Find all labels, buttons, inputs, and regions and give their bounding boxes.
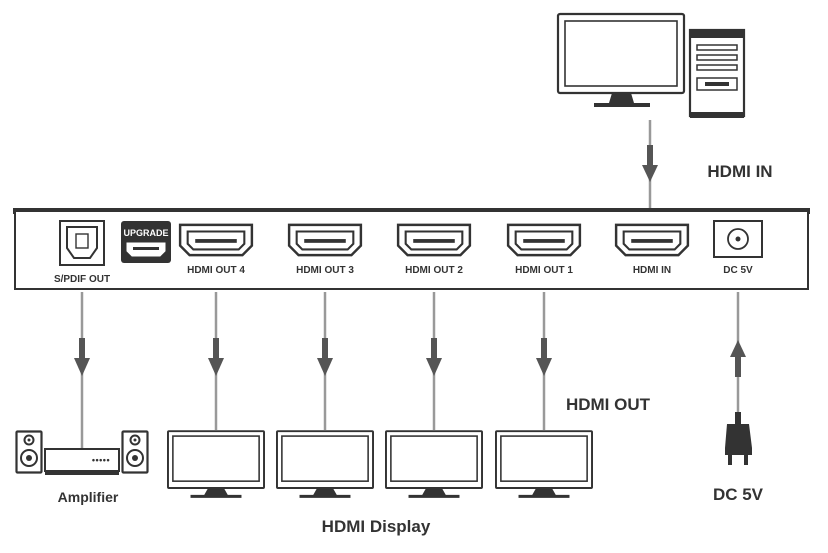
pc-tower xyxy=(688,28,746,118)
pc-drive-bay xyxy=(696,54,738,61)
down-arrow-icon xyxy=(208,338,224,376)
hdmi-out-4-port-label: HDMI OUT 4 xyxy=(187,265,245,276)
adapter-cord-end xyxy=(735,412,741,424)
down-arrow-icon xyxy=(426,338,442,376)
down-arrow-icon xyxy=(536,338,552,376)
hdmi-in-port xyxy=(614,223,690,257)
down-arrow-icon xyxy=(317,338,333,376)
spdif-port-core xyxy=(75,233,89,249)
up-arrow-icon xyxy=(730,340,746,377)
amplifier-base xyxy=(45,471,119,475)
spdif-out-port-label: S/PDIF OUT xyxy=(54,274,110,285)
adapter-base xyxy=(725,448,752,455)
hdmi-in-label: HDMI IN xyxy=(707,162,772,181)
amplifier-display: ••••• xyxy=(92,455,110,465)
down-arrow-icon xyxy=(74,338,90,376)
usb-socket-tongue xyxy=(133,247,159,250)
dc-jack-pin xyxy=(735,236,741,242)
hdmi-display-3-icon xyxy=(276,430,374,499)
hdmi-display-4-icon xyxy=(167,430,265,499)
pc-drive-bay xyxy=(696,64,738,71)
adapter-prong xyxy=(744,455,748,465)
monitor-stand xyxy=(594,93,650,107)
dc-power-jack xyxy=(713,220,763,258)
hdmi-display-1-icon xyxy=(495,430,593,499)
hdmi-out-1-port xyxy=(506,223,582,257)
pc-tower-base xyxy=(690,112,744,118)
amplifier-label: Amplifier xyxy=(58,489,119,505)
adapter-body xyxy=(725,424,752,448)
hdmi-display-label: HDMI Display xyxy=(322,517,431,536)
amplifier-icon: ••••• xyxy=(15,430,149,475)
hdmi-out-1-port-label: HDMI OUT 1 xyxy=(515,265,573,276)
hdmi-out-2-port xyxy=(396,223,472,257)
dc-5v-label: DC 5V xyxy=(713,485,764,504)
monitor-screen xyxy=(564,20,678,87)
upgrade-port-label: UPGRADE xyxy=(123,228,168,238)
hdmi-out-2-port-label: HDMI OUT 2 xyxy=(405,265,463,276)
spdif-port xyxy=(59,220,105,266)
upgrade-port: UPGRADE xyxy=(121,221,171,263)
hdmi-display-2-icon xyxy=(385,430,483,499)
dc-5v-port-label: DC 5V xyxy=(723,265,753,276)
adapter-prong xyxy=(728,455,732,465)
hdmi-out-label: HDMI OUT xyxy=(566,395,651,414)
pc-drive-bay xyxy=(696,44,738,51)
hdmi-out-3-port-label: HDMI OUT 3 xyxy=(296,265,354,276)
down-arrow-icon xyxy=(642,145,658,182)
pc-slot xyxy=(705,82,729,86)
left-speaker-icon xyxy=(15,430,43,474)
hdmi-out-3-port xyxy=(287,223,363,257)
right-speaker-icon xyxy=(121,430,149,474)
power-adapter-icon xyxy=(725,412,752,465)
hdmi-in-port-label: HDMI IN xyxy=(633,265,671,276)
hdmi-out-4-port xyxy=(178,223,254,257)
pc-tower-top xyxy=(690,30,744,38)
desktop-computer-icon xyxy=(556,12,746,118)
